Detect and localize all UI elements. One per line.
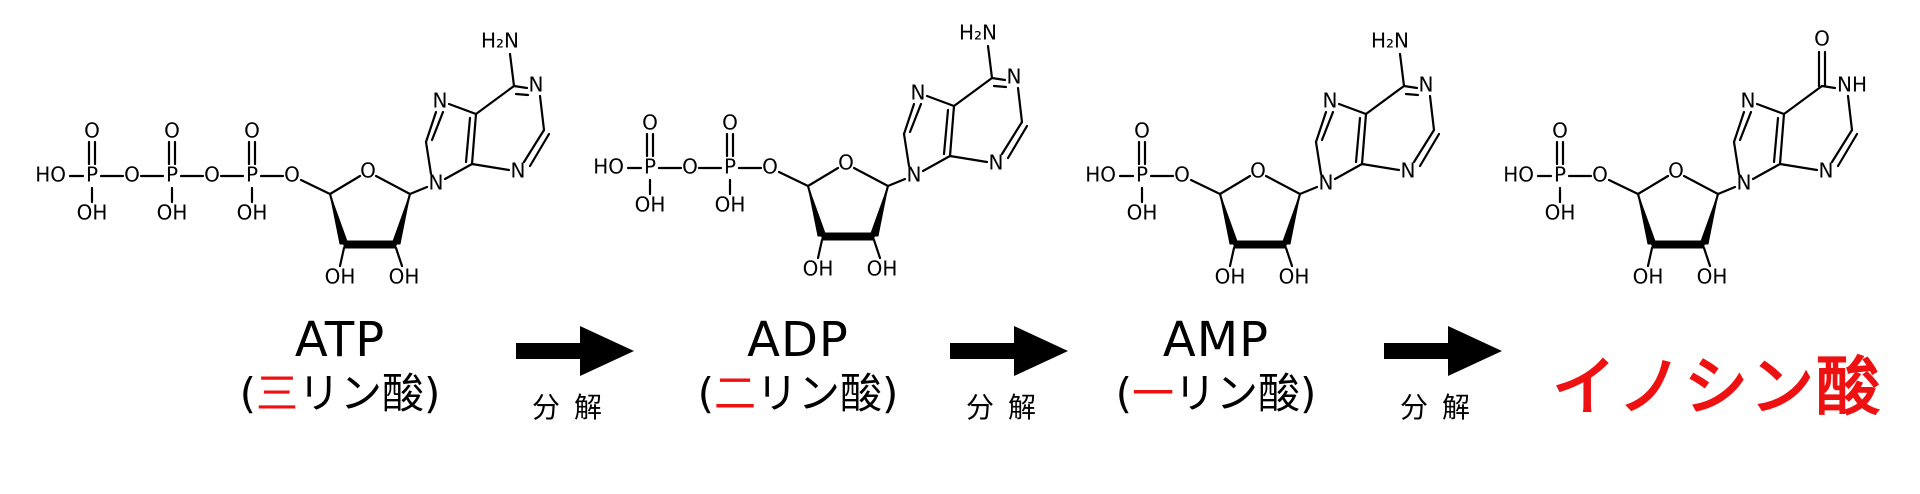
ring-oxygen: O <box>838 151 854 175</box>
nitrogen-atom: N <box>1819 159 1834 183</box>
inosinic-acid-label: イノシン酸 <box>1552 351 1882 425</box>
hydroxyl-label: HO <box>593 155 624 179</box>
arrow-right-icon <box>950 326 1068 376</box>
ring-oxygen: O <box>1250 159 1266 183</box>
nitrogen-atom: N <box>907 163 922 187</box>
oxygen-atom: O <box>682 155 698 179</box>
hydroxyl-label: OH <box>1215 265 1246 289</box>
hydroxyl-label: HO <box>1085 163 1116 187</box>
nitrogen-atom: N <box>989 151 1004 175</box>
hydroxyl-label: OH <box>157 201 188 225</box>
hydroxyl-label: OH <box>715 193 746 217</box>
oxygen-atom: O <box>204 163 220 187</box>
atp-phosphate-count: (三リン酸) <box>239 369 441 418</box>
adp-label: ADP (二リン酸) <box>648 312 948 420</box>
nitrogen-atom: N <box>433 89 448 113</box>
hydroxyl-label: OH <box>325 265 356 289</box>
atp-label: ATP (三リン酸) <box>190 312 490 420</box>
adp-name: ADP <box>747 312 849 368</box>
hydroxyl-label: OH <box>237 201 268 225</box>
phosphorus-atom: P <box>1136 163 1148 187</box>
amine-label: H₂N <box>1371 29 1409 53</box>
ring-oxygen: O <box>360 159 376 183</box>
nitrogen-atom: N <box>1007 65 1022 89</box>
oxygen-atom: O <box>722 111 738 135</box>
carbonyl-oxygen: O <box>1814 27 1830 51</box>
hydroxyl-label: OH <box>1127 201 1158 225</box>
phosphorus-atom: P <box>166 163 178 187</box>
hydroxyl-label: OH <box>1697 265 1728 289</box>
hydroxyl-label: OH <box>635 193 666 217</box>
hydroxyl-label: HO <box>35 163 66 187</box>
nitrogen-atom: NH <box>1837 73 1867 97</box>
nitrogen-atom: N <box>1419 73 1434 97</box>
amine-label: H₂N <box>481 29 519 53</box>
oxygen-atom: O <box>1134 119 1150 143</box>
arrow-right-icon <box>1384 326 1502 376</box>
amp-name: AMP <box>1162 312 1270 368</box>
oxygen-atom: O <box>84 119 100 143</box>
decomposition-label: 分解 <box>1400 391 1485 424</box>
ring-oxygen: O <box>1668 159 1684 183</box>
hydroxyl-label: OH <box>389 265 420 289</box>
oxygen-atom: O <box>164 119 180 143</box>
decomposition-label: 分解 <box>532 391 617 424</box>
nitrogen-atom: N <box>1741 89 1756 113</box>
nitrogen-atom: N <box>1737 171 1752 195</box>
hydroxyl-label: OH <box>1633 265 1664 289</box>
amp-label: AMP (一リン酸) <box>1066 312 1366 420</box>
nitrogen-atom: N <box>429 171 444 195</box>
hydroxyl-label: HO <box>1503 163 1534 187</box>
amine-label: H₂N <box>959 21 997 45</box>
adp-phosphate-count: (二リン酸) <box>697 369 899 418</box>
decomposition-label: 分解 <box>966 391 1051 424</box>
phosphorus-atom: P <box>246 163 258 187</box>
phosphorus-atom: P <box>724 155 736 179</box>
nitrogen-atom: N <box>911 81 926 105</box>
oxygen-atom: O <box>762 155 778 179</box>
hydroxyl-label: OH <box>1545 201 1576 225</box>
phosphorus-atom: P <box>86 163 98 187</box>
oxygen-atom: O <box>284 163 300 187</box>
hydroxyl-label: OH <box>803 257 834 281</box>
hydroxyl-label: OH <box>77 201 108 225</box>
atp-name: ATP <box>294 312 386 368</box>
nitrogen-atom: N <box>511 159 526 183</box>
oxygen-atom: O <box>1592 163 1608 187</box>
hydroxyl-label: OH <box>867 257 898 281</box>
oxygen-atom: O <box>1552 119 1568 143</box>
oxygen-atom: O <box>124 163 140 187</box>
hydroxyl-label: OH <box>1279 265 1310 289</box>
nitrogen-atom: N <box>1323 89 1338 113</box>
nitrogen-atom: N <box>1319 171 1334 195</box>
oxygen-atom: O <box>642 111 658 135</box>
oxygen-atom: O <box>244 119 260 143</box>
arrow-right-icon <box>516 326 634 376</box>
amp-phosphate-count: (一リン酸) <box>1115 369 1317 418</box>
oxygen-atom: O <box>1174 163 1190 187</box>
nitrogen-atom: N <box>529 73 544 97</box>
phosphorus-atom: P <box>1554 163 1566 187</box>
phosphorus-atom: P <box>644 155 656 179</box>
nitrogen-atom: N <box>1401 159 1416 183</box>
